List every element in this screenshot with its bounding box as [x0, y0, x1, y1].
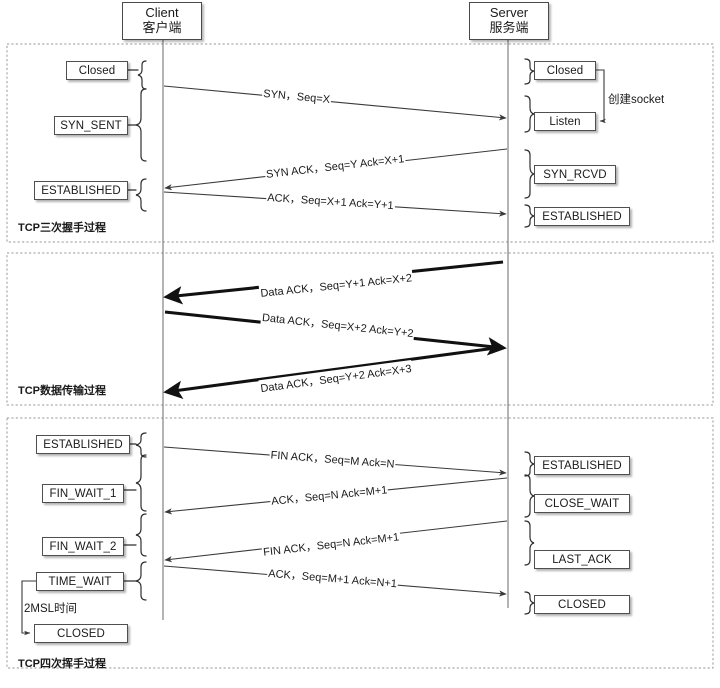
- section-label-data: TCP数据传输过程: [18, 385, 106, 397]
- section-label-handshake: TCP三次握手过程: [18, 222, 106, 234]
- state-box-client-established-2: ESTABLISHED: [36, 435, 130, 454]
- client-brace-group-s1: [121, 60, 147, 212]
- client-brace-group-s3: [121, 432, 147, 601]
- state-box-server-closed-2: CLOSED: [534, 595, 630, 614]
- state-box-server-last-ack: LAST_ACK: [534, 550, 630, 569]
- section-frame-handshake: [6, 43, 714, 243]
- create-socket-note: 创建socket: [608, 94, 665, 106]
- state-box-client-fin-wait-1: FIN_WAIT_1: [42, 484, 124, 503]
- lifeline-header-server: Server 服务端: [469, 2, 549, 40]
- state-box-client-closed-2: CLOSED: [34, 624, 128, 643]
- server-label-zh: 服务端: [489, 20, 529, 35]
- state-box-server-close-wait: CLOSE_WAIT: [534, 494, 630, 513]
- section-label-teardown: TCP四次挥手过程: [18, 658, 106, 670]
- create-socket-connector: [596, 69, 606, 124]
- state-box-server-closed: Closed: [534, 61, 596, 80]
- msl-note: 2MSL时间: [24, 603, 78, 615]
- state-box-client-syn-sent: SYN_SENT: [54, 116, 128, 135]
- server-brace-group-s1: [524, 58, 547, 228]
- state-box-client-established: ESTABLISHED: [34, 181, 128, 200]
- state-box-server-syn-rcvd: SYN_RCVD: [534, 165, 616, 184]
- state-box-client-fin-wait-2: FIN_WAIT_2: [42, 537, 124, 556]
- state-box-client-time-wait: TIME_WAIT: [36, 572, 124, 591]
- arrow-syn: [163, 85, 507, 121]
- msl-connector: [21, 580, 36, 636]
- client-label-en: Client: [145, 5, 179, 21]
- state-box-server-established: ESTABLISHED: [534, 207, 630, 226]
- state-box-server-established-2: ESTABLISHED: [534, 456, 630, 475]
- state-box-client-closed: Closed: [66, 61, 128, 80]
- section-frame-teardown: [6, 417, 714, 669]
- client-label-zh: 客户端: [142, 20, 182, 35]
- lifeline-header-client: Client 客户端: [122, 2, 202, 40]
- state-box-server-listen: Listen: [534, 112, 596, 131]
- section-frame-data: [6, 252, 714, 406]
- server-label-en: Server: [489, 5, 529, 21]
- server-brace-group-s3: [524, 451, 547, 615]
